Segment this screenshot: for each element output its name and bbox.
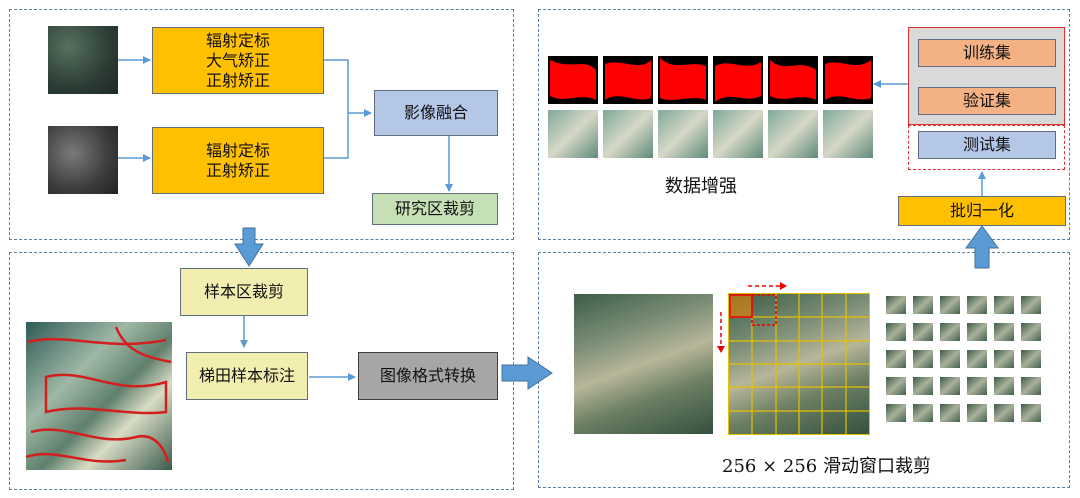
sliding-window-caption: 256 × 256 滑动窗口裁剪 <box>722 456 931 477</box>
sliding-window-grid <box>729 294 869 434</box>
image-fusion-box: 影像融合 <box>374 90 498 136</box>
batch-normalization-box: 批归一化 <box>898 196 1066 226</box>
tile-gallery <box>884 294 1044 434</box>
panel-dataset <box>538 9 1070 240</box>
annotation-outlines <box>26 326 172 463</box>
annotated-sample-image <box>26 322 172 470</box>
panel-preprocessing <box>9 9 514 240</box>
tiled-study-area-image <box>728 293 870 435</box>
study-area-image <box>574 294 713 434</box>
terrace-annotation-box: 梯田样本标注 <box>186 352 308 400</box>
multispectral-image <box>48 26 118 94</box>
data-augmentation-caption: 数据增强 <box>665 176 737 197</box>
val-set-box: 验证集 <box>918 87 1056 115</box>
preprocess-box-2: 辐射定标 正射矫正 <box>152 127 324 194</box>
test-group <box>908 125 1065 170</box>
sample-area-crop-box: 样本区裁剪 <box>180 268 308 316</box>
tile-thumbnails <box>886 296 1041 422</box>
train-set-box: 训练集 <box>918 39 1056 67</box>
study-area-crop-box: 研究区裁剪 <box>372 193 498 225</box>
augmented-images <box>548 110 873 158</box>
augmented-masks <box>548 56 873 104</box>
format-conversion-box: 图像格式转换 <box>358 352 498 400</box>
preprocess-box-1: 辐射定标 大气矫正 正射矫正 <box>152 27 324 94</box>
test-set-box: 测试集 <box>918 131 1056 159</box>
panchromatic-image <box>48 126 118 194</box>
